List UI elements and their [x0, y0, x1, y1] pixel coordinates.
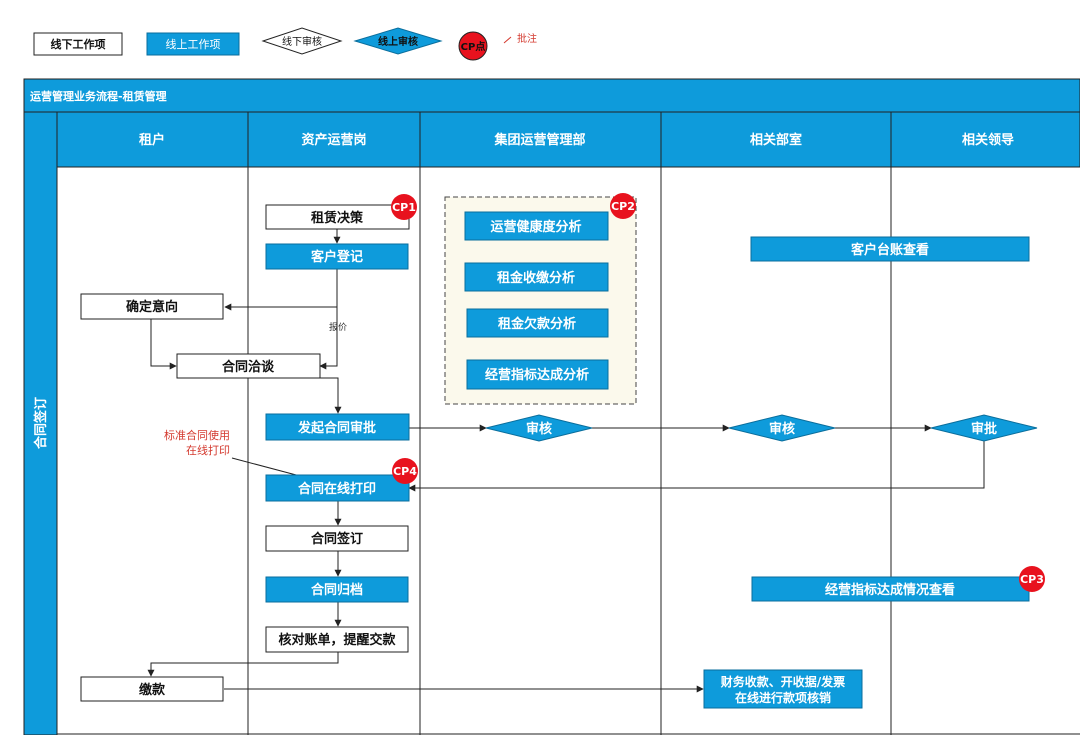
node-indicator-analysis: [466, 359, 609, 390]
node-finance-label-line1: 财务收款、开收据/发票: [720, 674, 845, 689]
node-dept-review-label: 审核: [769, 421, 795, 437]
title-bar: [23, 78, 1080, 113]
lane-label-group-ops: 集团运营管理部: [493, 132, 585, 148]
node-online-print-label: 合同在线打印: [298, 481, 376, 497]
cp2-badge: [610, 193, 636, 219]
legend-online-review: 线上审核: [378, 35, 418, 48]
node-indicator-view-label: 经营指标达成情况查看: [825, 582, 955, 598]
edge-reconcile-to-payment: [147, 652, 339, 677]
cp1-label: CP1: [392, 201, 416, 214]
legend-cp-swatch: [458, 31, 488, 61]
node-finance: [703, 669, 863, 709]
cp4-label: CP4: [393, 465, 417, 478]
lane-header-related-leader: [890, 111, 1080, 168]
node-reconcile-bill-label: 核对账单，提醒交款: [278, 632, 396, 648]
cp-badges: CP1 CP2 CP4 CP3: [391, 193, 1045, 592]
legend-cp-point: CP点: [461, 40, 486, 53]
lane-label-related-leader: 相关领导: [962, 132, 1014, 148]
node-customer-ledger-label: 客户台账查看: [851, 242, 929, 258]
annotation-pointer: [231, 457, 301, 477]
node-payment: [80, 676, 224, 702]
legend-online-task-swatch: [146, 32, 240, 56]
annotation-line2: 在线打印: [186, 443, 230, 457]
node-contract-archive-label: 合同归档: [311, 582, 363, 598]
cp4-badge: [392, 458, 418, 484]
node-customer-register: [265, 243, 409, 270]
annotation-line1: 标准合同使用: [164, 428, 230, 442]
edge-quote-to-negotiation: [319, 307, 338, 370]
cp1-badge: [391, 194, 417, 220]
node-dept-review: [728, 414, 836, 442]
node-rent-arrears-analysis-label: 租金欠款分析: [498, 316, 576, 332]
lane-headers: 租户 资产运营岗 集团运营管理部 相关部室 相关领导: [56, 111, 1080, 168]
legend-online-task: 线上工作项: [166, 37, 221, 51]
page-title: 运营管理业务流程-租赁管理: [30, 89, 167, 103]
edge-negotiation-to-approval: [320, 377, 342, 414]
node-contract-negotiation-label: 合同洽谈: [222, 359, 275, 375]
node-health-analysis: [464, 211, 609, 241]
node-finance-label-line2: 在线进行款项核销: [735, 690, 831, 705]
legend-online-review-swatch: [353, 27, 443, 55]
node-leader-approve: [930, 414, 1038, 442]
node-contract-negotiation: [176, 353, 321, 379]
node-contract-sign: [265, 525, 409, 552]
lane-header-related-dept: [660, 111, 892, 168]
legend-annotation-mark: [503, 36, 512, 44]
node-indicator-analysis-label: 经营指标达成分析: [485, 367, 589, 383]
node-lease-decision-label: 租赁决策: [311, 210, 364, 226]
node-reconcile-bill: [265, 626, 409, 653]
node-initiate-approval-label: 发起合同审批: [297, 420, 376, 436]
node-leader-approve-label: 审批: [971, 421, 997, 437]
node-confirm-intent-label: 确定意向: [126, 299, 178, 315]
phase-label: 合同签订: [33, 397, 49, 449]
legend-annotation: 批注: [517, 32, 537, 45]
connectors: [147, 229, 985, 693]
edge-leader-to-print: [408, 441, 985, 492]
lane-label-tenant: 租户: [139, 132, 165, 148]
node-rent-arrears-analysis: [466, 308, 609, 338]
node-online-print: [265, 474, 410, 502]
phase-bar: [23, 111, 58, 735]
offline-nodes: 租赁决策 确定意向 合同洽谈 合同签订 核对账单，提醒交款 缴款: [80, 204, 410, 702]
node-lease-decision: [265, 204, 410, 230]
node-health-analysis-label: 运营健康度分析: [490, 219, 581, 235]
edge-intent-to-negotiation: [150, 319, 177, 370]
node-confirm-intent: [80, 293, 224, 320]
node-indicator-view: [751, 576, 1030, 602]
node-group-review-label: 审核: [526, 421, 552, 437]
lane-label-asset-ops: 资产运营岗: [301, 132, 366, 148]
node-initiate-approval: [265, 413, 410, 441]
legend-offline-review-swatch: [261, 27, 343, 55]
node-rent-collection-analysis: [464, 262, 609, 292]
node-group-review: [485, 414, 593, 442]
node-customer-ledger: [750, 236, 1030, 262]
lane-header-asset-ops: [247, 111, 421, 168]
node-customer-register-label: 客户登记: [311, 249, 363, 265]
legend: 线下工作项 线上工作项 线下审核 线上审核 CP点 批注: [33, 27, 537, 61]
node-contract-archive: [265, 576, 409, 603]
lane-dividers: [57, 167, 1080, 735]
legend-offline-review: 线下审核: [282, 35, 322, 48]
edge-label-quote: 报价: [329, 321, 347, 333]
cp2-label: CP2: [611, 200, 635, 213]
online-nodes: 客户登记 发起合同审批 合同在线打印 合同归档 运营健康度分析 租金收缴分析 租…: [265, 211, 1030, 709]
legend-offline-task-swatch: [33, 32, 123, 56]
review-nodes: 审核 审核 审批: [485, 414, 1038, 442]
node-rent-collection-analysis-label: 租金收缴分析: [497, 270, 575, 286]
edge-register-to-intent: [224, 269, 338, 311]
lane-label-related-dept: 相关部室: [750, 132, 802, 148]
cp3-badge: [1019, 566, 1045, 592]
node-contract-sign-label: 合同签订: [311, 531, 363, 547]
legend-offline-task: 线下工作项: [51, 37, 106, 51]
node-payment-label: 缴款: [139, 682, 166, 698]
cp3-label: CP3: [1020, 573, 1044, 586]
